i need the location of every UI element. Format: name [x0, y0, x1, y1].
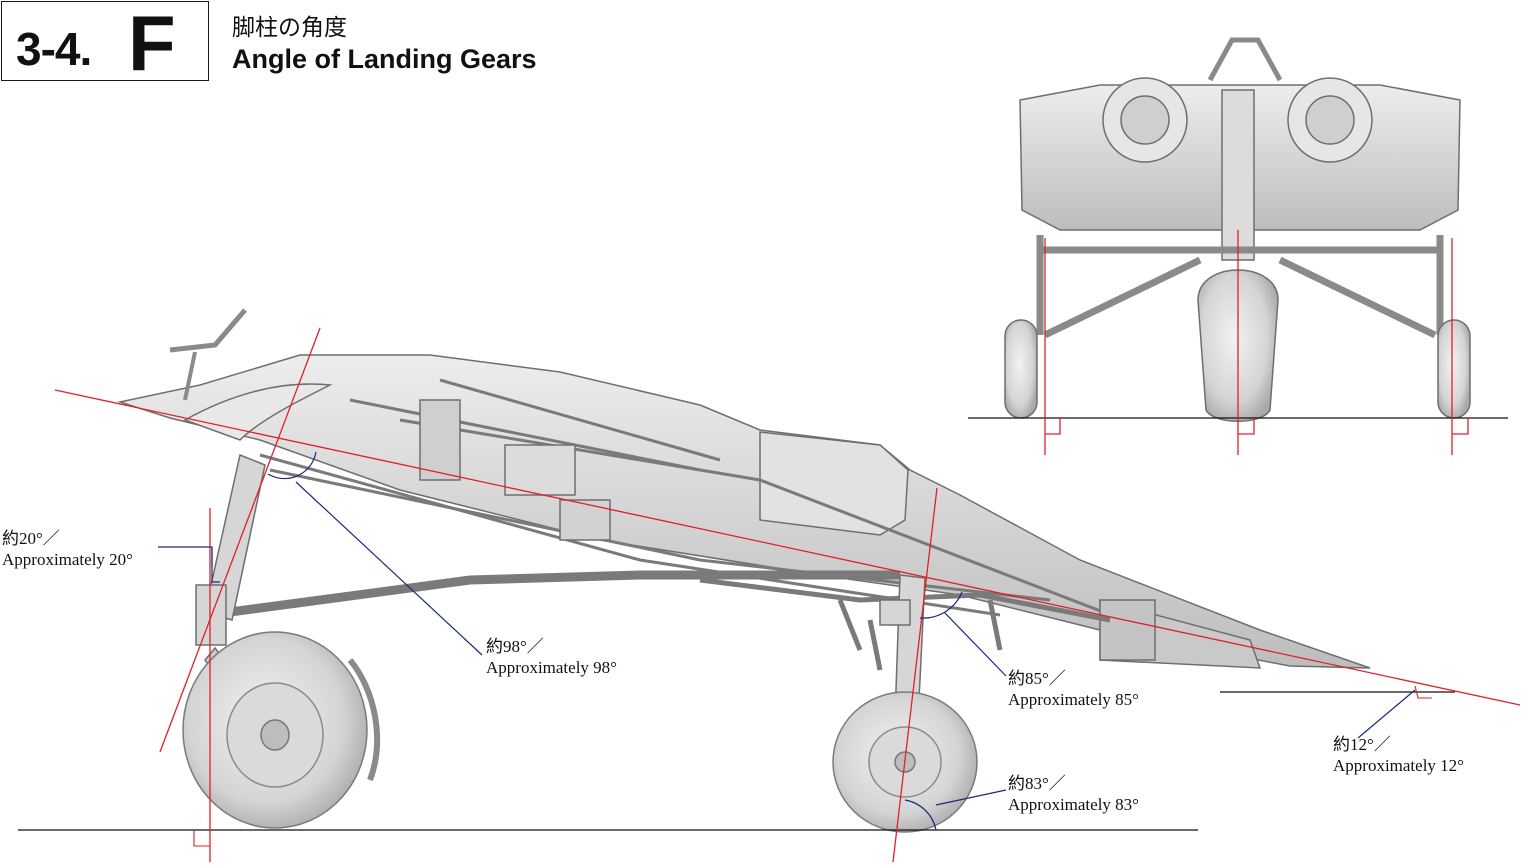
main-gear-axis-line	[159, 327, 321, 753]
side-view-angle-markers	[193, 685, 1432, 847]
section-label-box: 3-4. F	[1, 0, 209, 87]
callout-en: Approximately 12°	[1333, 756, 1464, 775]
nose-gear-axis-line	[892, 487, 938, 863]
callout-jp: 約85°／	[1008, 669, 1066, 688]
callout-jp: 約98°／	[486, 637, 544, 656]
front-view-airframe	[1004, 37, 1471, 422]
callout-en: Approximately 83°	[1008, 795, 1139, 814]
callout-jp: 約20°／	[2, 529, 60, 548]
callout-en: Approximately 98°	[486, 658, 617, 677]
callout-nose-gear-fuselage: 約85°／ Approximately 85°	[1008, 668, 1139, 710]
callout-en: Approximately 85°	[1008, 690, 1139, 709]
callout-main-gear-fuselage: 約98°／ Approximately 98°	[486, 636, 617, 678]
callout-jp: 約12°／	[1333, 735, 1391, 754]
front-view-red-verticals	[1044, 230, 1469, 455]
title-english: Angle of Landing Gears	[232, 44, 537, 74]
leader-lines	[158, 481, 1416, 806]
section-letter: F	[128, 0, 176, 87]
callout-jp: 約83°／	[1008, 774, 1066, 793]
engine-cowling	[759, 431, 909, 536]
side-view-red-reference-lines	[54, 327, 1521, 863]
callout-fuselage-ground: 約12°／ Approximately 12°	[1333, 734, 1464, 776]
fuselage-axis-line	[54, 389, 1521, 706]
control-stick	[169, 308, 247, 353]
side-view-airframe	[117, 308, 1371, 671]
callout-nose-gear-ground: 約83°／ Approximately 83°	[1008, 773, 1139, 815]
section-number: 3-4.	[16, 23, 92, 75]
callout-en: Approximately 20°	[2, 550, 133, 569]
fuselage-body	[117, 354, 1371, 669]
nose-gear-strut	[879, 574, 926, 721]
gear-cross-tube	[229, 570, 900, 617]
callout-main-gear-rake: 約20°／ Approximately 20°	[2, 528, 133, 570]
main-wheel	[182, 631, 381, 829]
title-japanese: 脚柱の角度	[232, 15, 347, 41]
side-view-ground-line	[18, 691, 1455, 831]
